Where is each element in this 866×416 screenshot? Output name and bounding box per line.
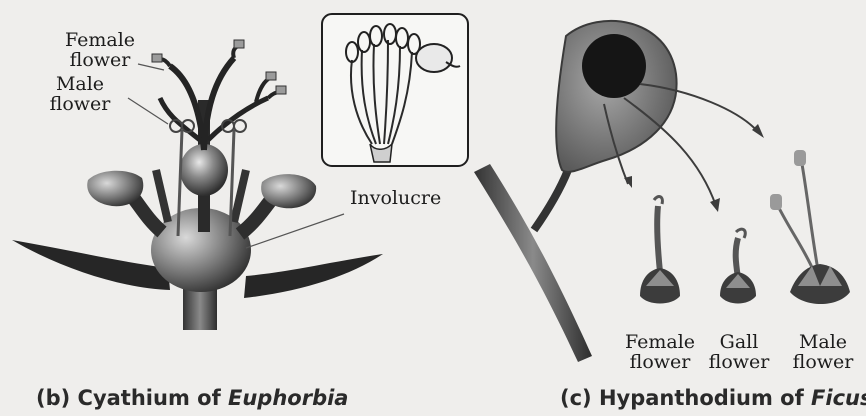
label-line: Involucre	[350, 188, 460, 208]
label-line: Female	[58, 30, 142, 50]
ficus-female-flower	[640, 197, 680, 304]
label-line: Gall	[702, 332, 776, 352]
left-gland	[87, 171, 143, 206]
caption-hypanthodium: (c) Hypanthodium of Ficus	[560, 386, 866, 410]
hypanthodium-figure	[474, 21, 850, 362]
ovary	[180, 144, 228, 196]
label-line: flower	[784, 352, 862, 372]
right-bract	[244, 254, 383, 298]
gall-flower-label: Gall flower	[702, 332, 776, 372]
label-line: flower	[58, 50, 142, 70]
fig-cavity	[582, 34, 646, 98]
caption-genus: Ficus	[811, 386, 866, 410]
caption-prefix: (b) Cyathium of	[36, 386, 228, 410]
ficus-gall-flower	[720, 229, 756, 303]
male-flower-label-left: Male flower	[38, 74, 122, 114]
involucre-label: Involucre	[350, 188, 460, 208]
ficus-male-flower	[770, 150, 850, 304]
label-line: Male	[784, 332, 862, 352]
label-line: Male	[38, 74, 122, 94]
female-flower-label-left: Female flower	[58, 30, 142, 70]
inset-box	[322, 14, 468, 166]
caption-cyathium: (b) Cyathium of Euphorbia	[36, 386, 348, 410]
label-line: Female	[618, 332, 702, 352]
branch	[474, 164, 592, 362]
male-flower-label-right: Male flower	[784, 332, 862, 372]
label-line: flower	[38, 94, 122, 114]
female-flower-label-right: Female flower	[618, 332, 702, 372]
left-bract	[12, 240, 170, 290]
caption-prefix: (c) Hypanthodium of	[560, 386, 811, 410]
label-line: flower	[702, 352, 776, 372]
label-line: flower	[618, 352, 702, 372]
caption-genus: Euphorbia	[228, 386, 348, 410]
